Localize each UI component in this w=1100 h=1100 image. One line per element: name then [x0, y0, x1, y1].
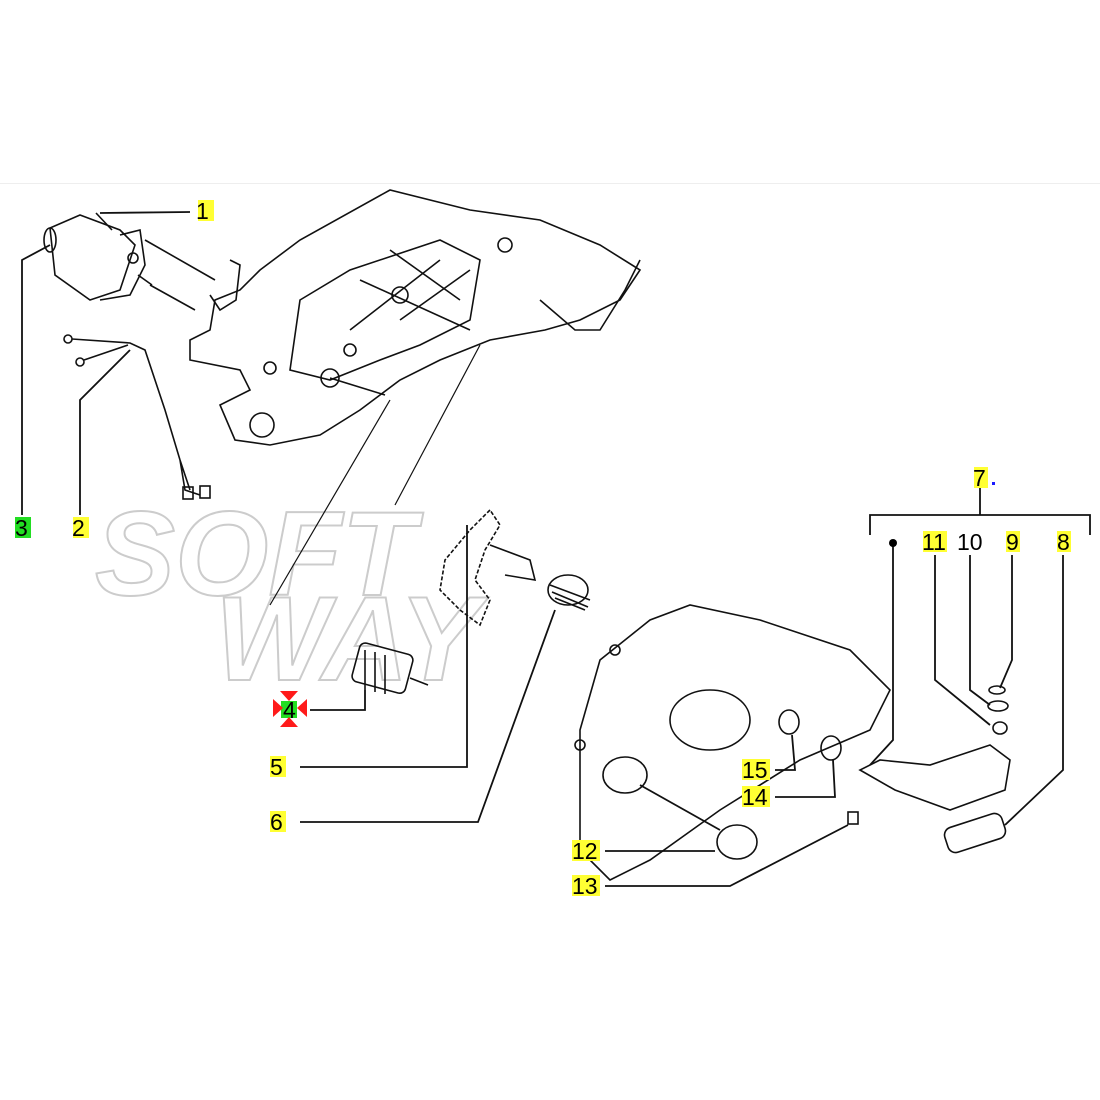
- highlight-9: [1006, 531, 1020, 552]
- pinion-drawing: [351, 642, 429, 695]
- bullet-dot: [889, 539, 897, 547]
- crankcase-drawing: [189, 189, 642, 446]
- blue-dot: [992, 482, 995, 485]
- callout-6[interactable]: 6: [270, 809, 283, 835]
- highlight-7: [974, 467, 988, 488]
- callout-8[interactable]: 8: [1057, 529, 1070, 555]
- highlight-8: [1057, 531, 1071, 552]
- watermark-line2: WAY: [215, 572, 489, 706]
- callout-1[interactable]: 1: [196, 198, 209, 224]
- callout-12[interactable]: 12: [572, 838, 598, 864]
- callout-10[interactable]: 10: [957, 529, 983, 555]
- starter-motor-drawing: [43, 212, 216, 311]
- highlight-4: [281, 701, 297, 718]
- leader-lines: [21, 211, 1091, 887]
- highlight-12: [572, 840, 600, 861]
- callout-3[interactable]: 3: [15, 515, 28, 541]
- callout-4[interactable]: 4: [283, 697, 296, 723]
- callout-9[interactable]: 9: [1006, 529, 1019, 555]
- highlight-11: [923, 531, 947, 552]
- marker-4: [273, 691, 307, 727]
- callout-14[interactable]: 14: [742, 784, 768, 810]
- callout-2[interactable]: 2: [72, 515, 85, 541]
- harness-drawing: [63, 334, 211, 500]
- kickstart-sector-drawing: [439, 508, 591, 627]
- divider: [0, 183, 1100, 184]
- small-parts-drawing: [716, 685, 1011, 860]
- watermark: SOFT WAY: [94, 486, 490, 707]
- highlight-3: [15, 517, 31, 538]
- kick-lever: [858, 744, 1011, 811]
- watermark-line1: SOFT: [95, 487, 424, 621]
- washer-14: [820, 735, 842, 761]
- highlight-6: [270, 811, 286, 832]
- callouts: 1 2 3 4 5 6 7 8 9 10 11 12 13 14 15: [15, 198, 1070, 899]
- highlight-15: [742, 759, 770, 780]
- callout-5[interactable]: 5: [270, 754, 283, 780]
- callout-11[interactable]: 11: [922, 529, 946, 555]
- side-cover-drawing: [574, 604, 891, 881]
- callout-7[interactable]: 7: [973, 465, 986, 491]
- screw-13: [847, 811, 859, 825]
- highlight-1: [198, 200, 214, 221]
- highlight-14: [742, 786, 770, 807]
- seal-15: [778, 709, 800, 735]
- rubber-grip-8: [943, 812, 1007, 854]
- highlight-2: [73, 517, 89, 538]
- callout-13[interactable]: 13: [572, 873, 598, 899]
- plug-12: [716, 824, 758, 860]
- callout-15[interactable]: 15: [742, 757, 768, 783]
- highlight-13: [572, 875, 600, 896]
- highlight-5: [270, 756, 286, 777]
